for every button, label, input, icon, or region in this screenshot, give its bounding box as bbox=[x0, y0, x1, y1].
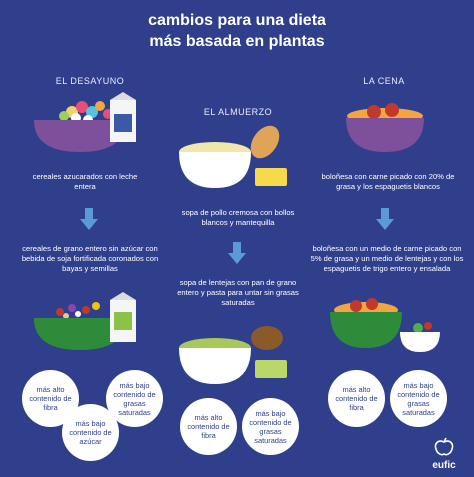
breakfast-after-text: cereales de grano entero sin azúcar con … bbox=[21, 244, 159, 273]
badge-dinner-saturated-fat: más bajo contenido de grasas saturadas bbox=[390, 370, 447, 427]
butter-icon bbox=[255, 168, 287, 186]
white-bowl-icon bbox=[179, 152, 251, 188]
dinner-after-text: boloñesa con un medio de carne picado co… bbox=[310, 244, 464, 273]
breakfast-down-arrow-icon bbox=[80, 208, 98, 230]
lunch-heading: EL ALMUERZO bbox=[203, 107, 273, 117]
title-line-1: cambios para una dieta bbox=[148, 12, 326, 29]
lunch-after-text: sopa de lentejas con pan de grano entero… bbox=[177, 278, 299, 307]
lentil-bolognese-salad-illustration bbox=[330, 298, 440, 352]
apple-logo-icon bbox=[434, 437, 454, 456]
sugary-cereal-illustration bbox=[34, 92, 136, 152]
breakfast-before-text: cereales azucarados con leche entera bbox=[32, 172, 138, 191]
eufic-logo: eufic bbox=[424, 437, 464, 471]
lunch-before-text: sopa de pollo cremosa con bollos blancos… bbox=[181, 208, 295, 227]
title-line-2: más basada en plantas bbox=[149, 33, 325, 50]
lentil-soup-illustration bbox=[179, 326, 287, 384]
salad-bowl-icon bbox=[400, 322, 440, 352]
wholegrain-bread-icon bbox=[251, 326, 283, 350]
bread-roll-icon bbox=[250, 125, 280, 159]
lunch-down-arrow-icon bbox=[228, 242, 246, 264]
wholegrain-cereal-illustration bbox=[34, 292, 136, 350]
milk-carton-icon bbox=[110, 92, 136, 142]
green-bowl-icon bbox=[34, 318, 126, 350]
badge-breakfast-sugar: más bajo contenido de azúcar bbox=[62, 404, 119, 461]
badge-breakfast-saturated-fat: más bajo contenido de grasas saturadas bbox=[106, 370, 163, 427]
purple-bowl-icon bbox=[34, 120, 126, 152]
green-bowl-icon bbox=[330, 312, 402, 348]
berries-seeds-icon bbox=[56, 302, 100, 319]
badge-lunch-fiber: más alto contenido de fibra bbox=[180, 398, 237, 455]
creamy-soup-illustration bbox=[179, 125, 287, 188]
dinner-before-text: boloñesa con carne picado con 20% de gra… bbox=[321, 172, 455, 191]
white-bowl-icon bbox=[179, 348, 251, 384]
purple-bowl-icon bbox=[346, 118, 424, 152]
page-title: cambios para una dieta más basada en pla… bbox=[0, 10, 474, 52]
spread-tub-icon bbox=[255, 360, 287, 378]
soy-drink-carton-icon bbox=[110, 292, 136, 342]
dinner-heading: LA CENA bbox=[363, 76, 405, 86]
badge-lunch-saturated-fat: más bajo contenido de grasas saturadas bbox=[242, 398, 299, 455]
dinner-down-arrow-icon bbox=[376, 208, 394, 230]
bolognese-illustration bbox=[346, 103, 424, 152]
breakfast-heading: EL DESAYUNO bbox=[55, 76, 125, 86]
brand-name: eufic bbox=[432, 460, 456, 471]
badge-dinner-fiber: más alto contenido de fibra bbox=[328, 370, 385, 427]
